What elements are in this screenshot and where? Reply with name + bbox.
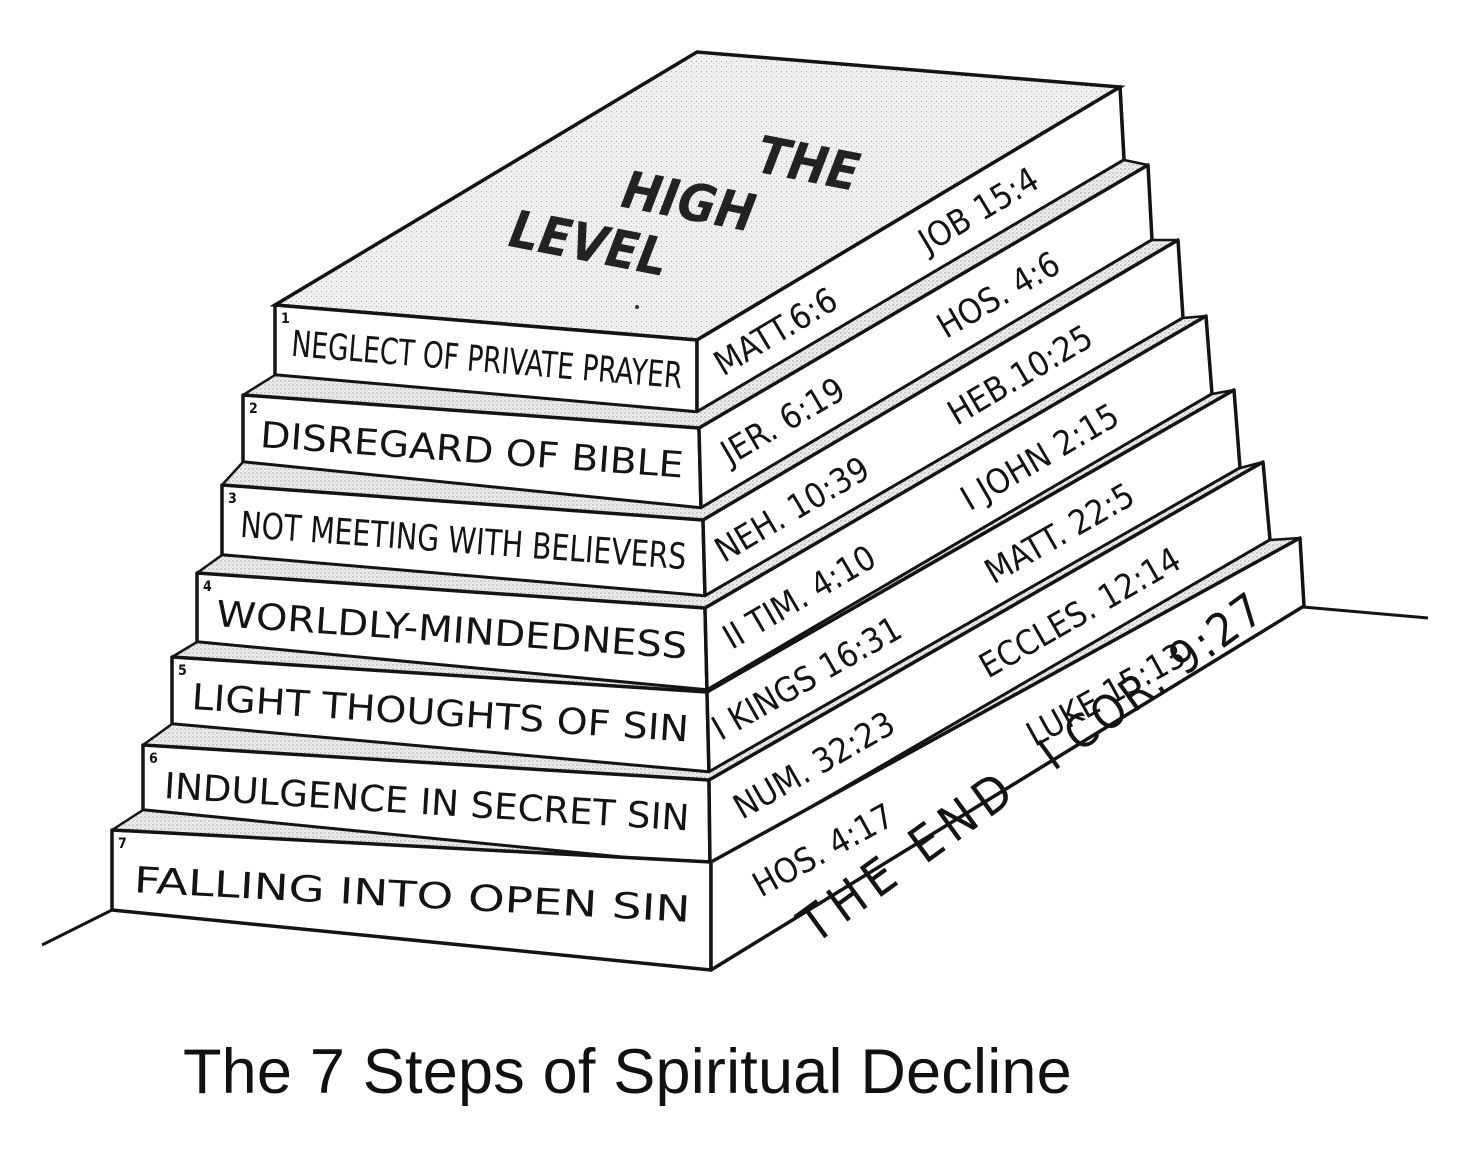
step-2-number: 2 [249, 401, 258, 417]
step-4-number: 4 [203, 579, 212, 595]
ground-line-right [1302, 605, 1429, 620]
step-3-number: 3 [228, 491, 237, 507]
diagram-caption: The 7 Steps of Spiritual Decline [183, 1037, 1072, 1107]
step-6-number: 6 [149, 751, 158, 767]
ground-line-left [41, 908, 113, 947]
step-7-side-face [709, 536, 1306, 972]
step-7-number: 7 [118, 836, 127, 852]
top-slab: THE HIGH LEVEL [269, 50, 1126, 342]
step-5-number: 5 [178, 663, 187, 679]
step-1-number: 1 [281, 311, 290, 327]
